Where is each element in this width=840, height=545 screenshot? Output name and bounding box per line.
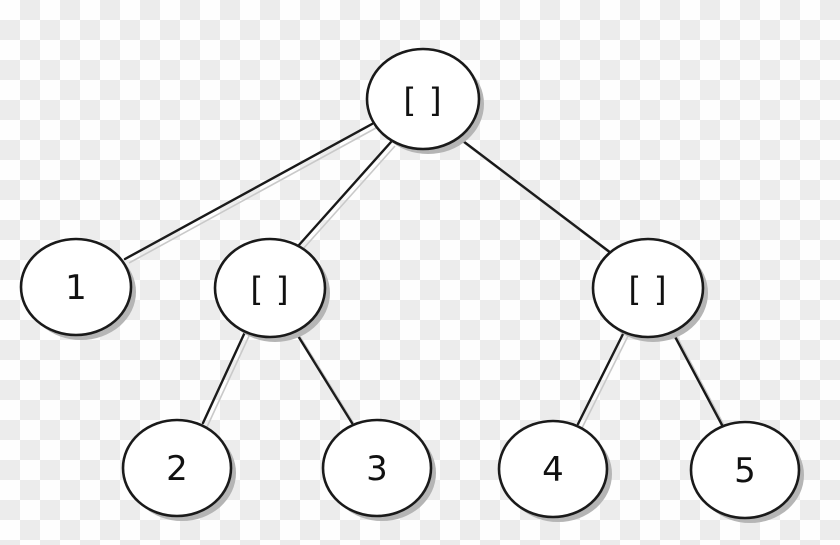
tree-node-n4[interactable]: 4 xyxy=(497,419,612,522)
node-label: 3 xyxy=(366,449,388,489)
tree-edge-mid-n2 xyxy=(201,330,247,425)
node-outline xyxy=(591,237,705,339)
node-label: 4 xyxy=(542,450,564,490)
tree-edge-mid-n3 xyxy=(293,329,354,425)
tree-node-n3[interactable]: 3 xyxy=(321,418,436,521)
node-label: 2 xyxy=(166,449,188,489)
tree-edge-root-right xyxy=(457,136,613,255)
edge-shadow xyxy=(128,127,377,264)
node-outline xyxy=(213,237,327,339)
node-label: [ ] xyxy=(628,270,667,309)
tree-edge-right-n4 xyxy=(576,330,626,426)
tree-edge-right-n5 xyxy=(670,329,724,427)
edge-shadow xyxy=(675,334,727,430)
tree-node-mid[interactable]: [ ] xyxy=(213,237,330,342)
tree-edge-root-n1 xyxy=(123,122,374,261)
edge-shadow xyxy=(206,335,250,428)
node-outline xyxy=(121,418,233,518)
node-outline xyxy=(689,420,801,520)
edge-shadow xyxy=(302,145,396,250)
node-outline xyxy=(19,237,133,337)
node-label: [ ] xyxy=(403,81,442,120)
node-label: 5 xyxy=(734,451,756,491)
node-outline xyxy=(321,418,433,518)
tree-edge-root-mid xyxy=(297,140,393,247)
edge-shadow xyxy=(298,334,357,428)
node-label: [ ] xyxy=(250,270,289,309)
edge-layer xyxy=(123,122,724,427)
node-outline xyxy=(497,419,609,519)
tree-node-n5[interactable]: 5 xyxy=(689,420,804,523)
tree-node-root[interactable]: [ ] xyxy=(365,47,484,154)
tree-node-n1[interactable]: 1 xyxy=(19,237,136,340)
tree-node-n2[interactable]: 2 xyxy=(121,418,236,521)
edge-shadow xyxy=(581,335,629,429)
node-layer: [ ] 1 [ ] [ ] 2 3 4 5 xyxy=(19,47,804,523)
node-outline xyxy=(365,47,481,151)
node-label: 1 xyxy=(65,268,87,308)
tree-node-right[interactable]: [ ] xyxy=(591,237,708,342)
